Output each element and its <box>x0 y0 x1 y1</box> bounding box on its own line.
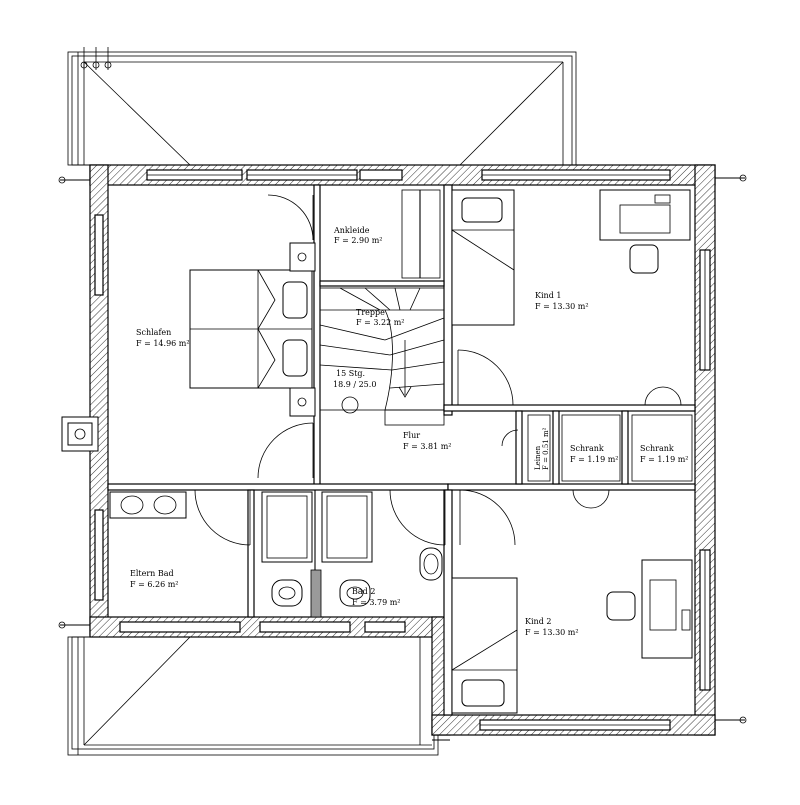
chimney <box>61 416 99 452</box>
doors <box>194 194 682 546</box>
room-name-kind1: Kind 1 <box>535 291 561 300</box>
room-name-eltern-bad: Eltern Bad <box>130 569 174 578</box>
room-area-kind2: F = 13.30 m² <box>525 628 579 637</box>
room-area-eltern-bad: F = 6.26 m² <box>130 580 179 589</box>
eltern-bad-fixtures <box>109 491 313 607</box>
interior-walls <box>107 184 696 716</box>
wall-anchors <box>58 174 747 741</box>
room-name-treppe: Treppe <box>356 308 385 317</box>
stair-dimensions: 18.9 / 25.0 <box>333 380 376 389</box>
room-name-schrank-2: Schrank <box>640 444 674 453</box>
room-area-ankleide: F = 2.90 m² <box>334 236 383 245</box>
room-area-schrank-2: F = 1.19 m² <box>640 455 689 464</box>
bad2-fixtures <box>321 491 443 607</box>
room-name-flur: Flur <box>403 431 420 440</box>
kind2-furniture <box>451 559 693 714</box>
kind1-furniture <box>451 189 691 326</box>
room-area-treppe: F = 3.22 m² <box>356 318 405 327</box>
clothes-rail <box>401 189 441 279</box>
windows <box>94 169 711 731</box>
room-name-leinen: Leinen <box>534 445 542 470</box>
room-area-schlafen: F = 14.96 m² <box>136 339 190 348</box>
room-area-schrank-1: F = 1.19 m² <box>570 455 619 464</box>
room-name-ankleide: Ankleide <box>333 226 370 235</box>
closet-shelves <box>527 414 693 482</box>
double-bed <box>189 242 316 417</box>
room-area-bad2: F = 3.79 m² <box>352 598 401 607</box>
bottom-balcony <box>67 636 439 756</box>
room-area-flur: F = 3.81 m² <box>403 442 452 451</box>
top-balcony <box>67 47 577 166</box>
room-area-kind1: F = 13.30 m² <box>535 302 589 311</box>
room-name-kind2: Kind 2 <box>525 617 551 626</box>
room-name-schlafen: Schlafen <box>136 328 171 337</box>
staircase <box>319 287 445 426</box>
room-name-bad2: Bad 2 <box>352 587 375 596</box>
room-area-leinen: F = 0.51 m² <box>542 427 550 470</box>
room-name-schrank-1: Schrank <box>570 444 604 453</box>
stair-steps: 15 Stg. <box>336 369 365 378</box>
room-labels: Schlafen F = 14.96 m² Ankleide F = 2.90 … <box>130 226 689 637</box>
